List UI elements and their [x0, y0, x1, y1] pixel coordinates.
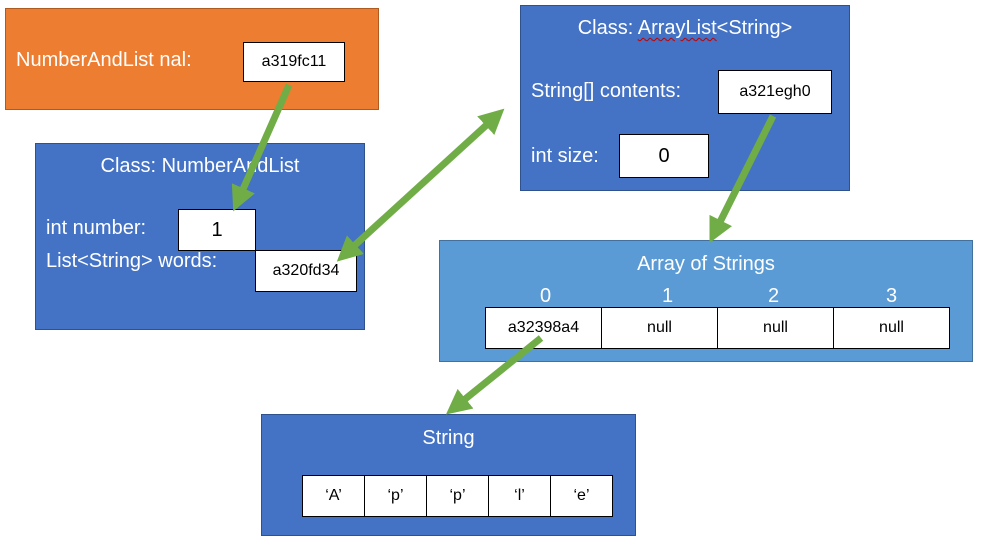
array-cell: null: [833, 307, 950, 349]
char-cell: ‘l’: [488, 475, 551, 517]
arrow-words-to-arraylist: [336, 108, 505, 262]
string-title: String: [422, 427, 475, 449]
numberandlist-object-box: Class: NumberAndList int number: 1 List<…: [35, 143, 365, 330]
string-object-box: String ‘A’ ‘p’ ‘p’ ‘l’ ‘e’: [261, 414, 636, 536]
variable-nal-box: NumberAndList nal: a319fc11: [5, 8, 379, 110]
number-field-value: 1: [178, 209, 256, 251]
arraylist-title: Class: ArrayList<String>: [521, 17, 849, 40]
char-cell: ‘p’: [364, 475, 427, 517]
arraylist-object-box: Class: ArrayList<String> String[] conten…: [520, 5, 850, 191]
contents-field-label: String[] contents:: [531, 80, 682, 102]
words-field-value: a320fd34: [255, 250, 357, 292]
arraylist-title-suffix: <String>: [716, 17, 793, 39]
array-of-strings-box: Array of Strings 0 1 2 3 a32398a4 null n…: [439, 240, 973, 362]
number-field-label: int number:: [46, 217, 147, 239]
array-cell: null: [601, 307, 718, 349]
array-title: Array of Strings: [637, 253, 775, 275]
size-field-value: 0: [619, 134, 709, 178]
words-field-label: List<String> words:: [46, 250, 218, 272]
contents-field-value: a321egh0: [718, 70, 832, 114]
nal-address-cell: a319fc11: [243, 42, 345, 82]
arraylist-title-class: ArrayList: [637, 17, 717, 39]
size-field-label: int size:: [531, 145, 599, 167]
array-index: 3: [886, 285, 898, 307]
array-cell: a32398a4: [485, 307, 602, 349]
array-cell: null: [717, 307, 834, 349]
array-index: 1: [662, 285, 674, 307]
numberandlist-title: Class: NumberAndList: [100, 155, 300, 177]
arraylist-title-prefix: Class:: [577, 17, 638, 39]
array-index: 0: [540, 285, 552, 307]
nal-label: NumberAndList nal:: [16, 49, 192, 71]
char-cell: ‘p’: [426, 475, 489, 517]
char-cell: ‘e’: [550, 475, 613, 517]
array-index: 2: [768, 285, 780, 307]
char-cell: ‘A’: [302, 475, 365, 517]
